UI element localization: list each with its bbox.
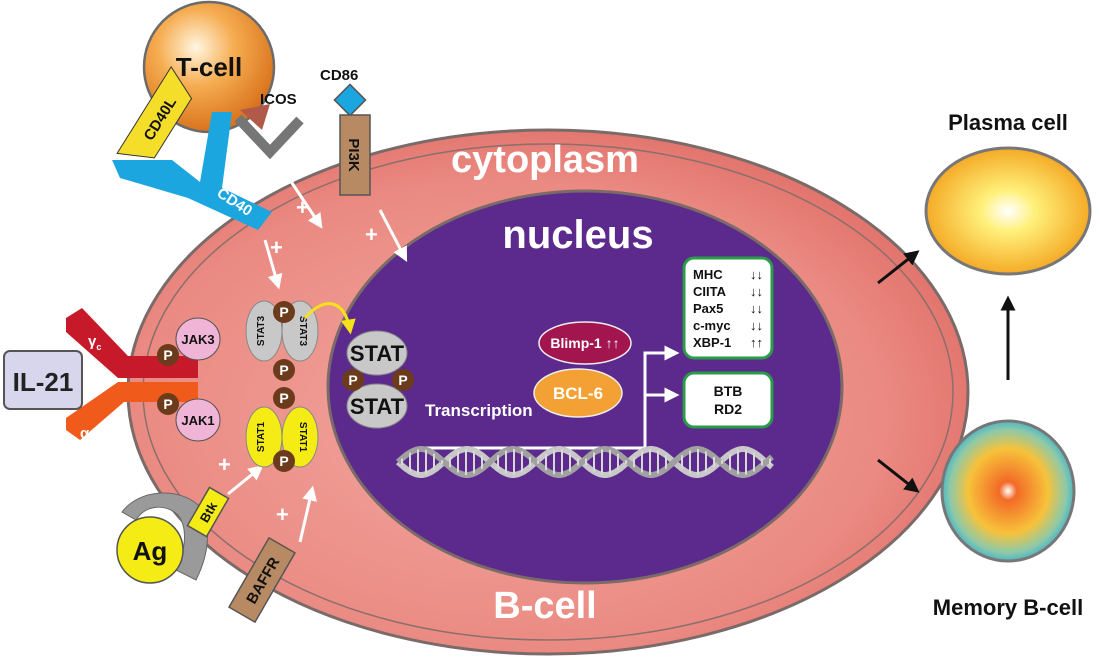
plus-sign: +: [365, 222, 378, 247]
gene-regulation-arrows: ↓↓: [750, 267, 763, 282]
bcl6-label: BCL-6: [553, 384, 603, 403]
stat3-label: STAT3: [297, 316, 308, 347]
cd86-square: [333, 83, 367, 117]
jak3: [175, 317, 221, 361]
stat1-right: [281, 406, 319, 468]
phosphate-group: P: [157, 393, 179, 415]
cytoplasm-label: cytoplasm: [451, 139, 639, 181]
differentiation-arrows: [877, 250, 1016, 493]
arrow-pi3k: [378, 209, 408, 262]
gene-name: c-myc: [693, 318, 731, 333]
phosphate-group: P: [273, 301, 295, 323]
jak1-label: JAK1: [181, 413, 214, 428]
svg-text:P: P: [348, 372, 357, 388]
icos-receptor: [234, 114, 304, 160]
gene-name: Pax5: [693, 301, 723, 316]
signal-arrows: [227, 179, 408, 543]
arrow-btk: [227, 465, 264, 496]
svg-text:P: P: [163, 396, 172, 412]
gamma-c-label: γc: [88, 333, 101, 352]
antigen: [116, 516, 184, 584]
blimp1-label: Blimp-1 ↑↑: [550, 335, 619, 351]
transcription-arrows: [420, 345, 680, 450]
memory-bcell-label: Memory B-cell: [933, 595, 1083, 620]
gene-regulation-arrows: ↓↓: [750, 284, 763, 299]
pi3k-box: PI3K: [339, 114, 371, 196]
blimp1: [538, 321, 632, 365]
il21-box: [3, 350, 83, 410]
jak3-label: JAK3: [181, 332, 214, 347]
gene-name: MHC: [693, 267, 723, 282]
phosphate-group: P: [392, 369, 414, 391]
gene-regulation-arrows: ↓↓: [750, 301, 763, 316]
gene-name: CIITA: [693, 284, 727, 299]
btk-box: Btk: [186, 486, 230, 538]
transcription-label: Transcription: [425, 401, 533, 420]
gene-box-2: [682, 371, 774, 429]
plasma-cell: [924, 146, 1092, 276]
antigen-label: Ag: [133, 536, 168, 566]
svg-text:P: P: [398, 372, 407, 388]
svg-text:P: P: [163, 347, 172, 363]
stat1-label: STAT1: [297, 422, 308, 453]
stat-dimer-top: [346, 330, 408, 376]
icos-ligand: [240, 104, 270, 130]
svg-text:P: P: [279, 453, 288, 469]
gene-box-1: [682, 256, 774, 360]
phosphate-group: P: [273, 450, 295, 472]
jak1: [175, 398, 221, 442]
plus-sign: +: [276, 502, 289, 527]
gene-name: XBP-1: [693, 335, 731, 350]
arrow-icos: [288, 179, 323, 229]
svg-text:P: P: [279, 390, 288, 406]
nucleus-label: nucleus: [502, 213, 653, 257]
phosphate-group: P: [342, 369, 364, 391]
plasma-cell-label: Plasma cell: [948, 110, 1068, 135]
pi3k-label: PI3K: [345, 138, 362, 172]
gene-regulation-arrows: ↑↑: [750, 335, 763, 350]
phosphate-group: P: [273, 387, 295, 409]
gene-name: BTB: [714, 383, 743, 399]
phosphate-group: P: [273, 359, 295, 381]
icos-label: ICOS: [260, 91, 297, 108]
dna-helix: [395, 446, 774, 478]
stat3-label: STAT3: [256, 315, 267, 346]
plus-sign: +: [270, 235, 283, 260]
tcell-label: T-cell: [176, 52, 242, 82]
bcr-receptor: [121, 492, 208, 581]
gene-list-2: BTB RD2: [714, 383, 743, 417]
stat-dimer-bottom: [346, 383, 408, 429]
il21-label: IL-21: [13, 367, 74, 397]
phosphate-group: P: [157, 344, 179, 366]
svg-text:P: P: [279, 362, 288, 378]
arrow-baffr: [298, 485, 317, 543]
gene-list-1: MHC ↓↓ CIITA ↓↓ Pax5 ↓↓ c-myc ↓↓ XBP-1 ↑↑: [693, 267, 763, 350]
stat-top-label: STAT: [350, 341, 405, 366]
plus-sign: +: [218, 452, 231, 477]
svg-text:P: P: [279, 304, 288, 320]
bcl6: [533, 368, 623, 418]
cd86-label: CD86: [320, 67, 358, 84]
gene-name: RD2: [714, 401, 742, 417]
memory-bcell: [940, 419, 1076, 563]
arrow-cd40: [263, 239, 283, 290]
gene-regulation-arrows: ↓↓: [750, 318, 763, 333]
alpha-label: α: [80, 425, 90, 442]
cd40-receptor: [112, 112, 272, 230]
stat1-label: STAT1: [256, 421, 267, 452]
translocation-arrow: [303, 302, 356, 335]
stat-bottom-label: STAT: [350, 394, 405, 419]
bcell-label: B-cell: [493, 585, 596, 627]
